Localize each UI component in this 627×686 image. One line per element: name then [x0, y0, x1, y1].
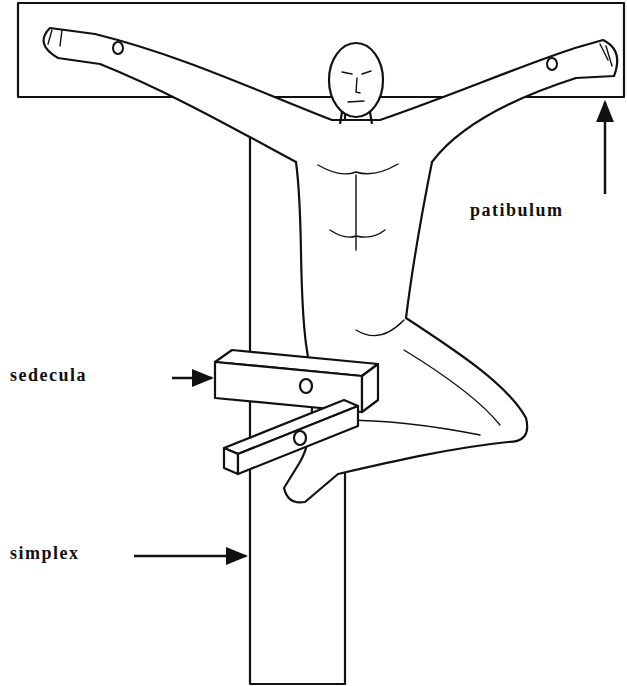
part-label: patibulum	[470, 201, 564, 221]
figure-body	[44, 28, 618, 502]
leader-arrow	[172, 377, 212, 380]
leader-arrow	[134, 555, 246, 558]
nail	[547, 58, 557, 70]
figure-leg-lines	[340, 320, 500, 435]
figure-head	[329, 43, 383, 117]
nail	[113, 42, 123, 54]
foot-block	[224, 400, 358, 474]
part-label: sedecula	[10, 366, 87, 386]
figure-neck	[340, 112, 372, 124]
part-label: simplex	[10, 544, 80, 564]
figure-face	[342, 71, 371, 102]
figure-fingers	[48, 30, 612, 66]
sedecula-block	[215, 350, 378, 412]
leader-arrow	[604, 102, 607, 194]
figure-torso-lines	[318, 164, 398, 250]
